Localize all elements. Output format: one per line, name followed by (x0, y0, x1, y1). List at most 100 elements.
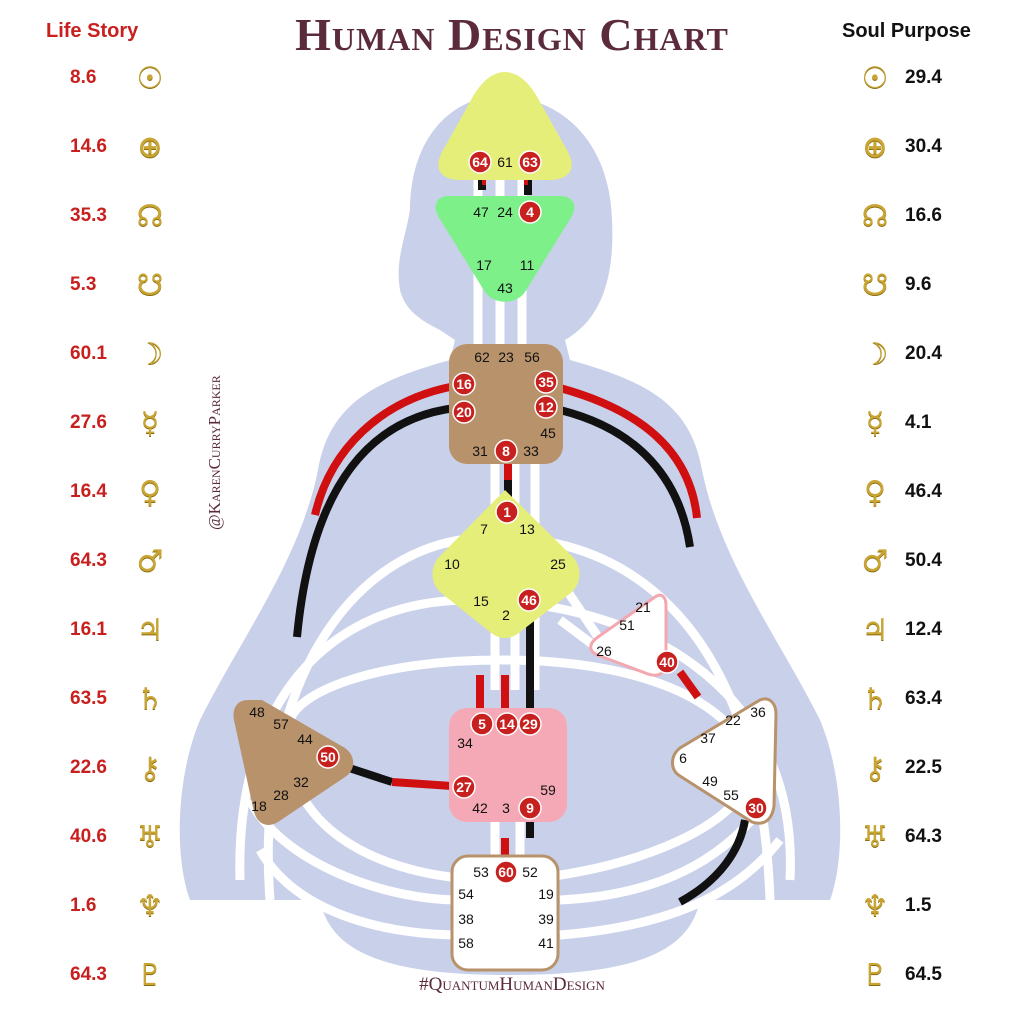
life-story-row: 60.1☽ (70, 336, 170, 372)
soul-purpose-row: ☽20.4 (855, 336, 942, 372)
gate: 18 (251, 798, 267, 814)
gate-number: 60 (498, 864, 514, 880)
gate-number: 50 (320, 749, 336, 765)
planet-value: 4.1 (905, 412, 932, 433)
gate-number: 30 (748, 800, 764, 816)
active-gate-marker (534, 370, 558, 394)
gate: 36 (750, 704, 766, 720)
gate-number: 6 (679, 750, 687, 766)
active-gate: 4 (518, 200, 542, 224)
gate-number: 51 (619, 617, 635, 633)
gate-number: 55 (723, 787, 739, 803)
uranus-icon: ♅ (861, 819, 889, 855)
life-story-row: 64.3♂ (70, 543, 170, 579)
gate-number: 54 (458, 886, 474, 902)
gate-number: 47 (473, 204, 489, 220)
gate-number: 22 (725, 712, 741, 728)
active-gate: 8 (494, 439, 518, 463)
gate-number: 53 (473, 864, 489, 880)
active-gate-marker (316, 745, 340, 769)
gate-number: 40 (659, 654, 675, 670)
gate: 62 (474, 349, 490, 365)
gate-number: 24 (497, 204, 513, 220)
life-story-row: 8.6☉ (70, 60, 170, 96)
gate-number: 64 (472, 154, 488, 170)
planet-value: 14.6 (70, 136, 107, 157)
life-story-row: 63.5♄ (70, 681, 170, 717)
planet-value: 9.6 (905, 274, 932, 295)
soul-purpose-row: ♃12.4 (855, 612, 942, 648)
gate: 38 (458, 911, 474, 927)
gate-number: 33 (523, 443, 539, 459)
planet-value: 16.6 (905, 205, 942, 226)
gate-number: 49 (702, 773, 718, 789)
mercury-icon: ☿ (865, 405, 885, 441)
planet-value: 50.4 (905, 550, 942, 571)
active-gate: 40 (655, 650, 679, 674)
life-story-row: 64.3♇ (70, 957, 170, 993)
active-gate: 14 (495, 712, 519, 736)
gate-number: 26 (596, 643, 612, 659)
north-node-icon: ☊ (861, 198, 889, 234)
saturn-icon: ♄ (136, 681, 164, 717)
moon-icon: ☽ (136, 336, 164, 372)
planet-value: 35.3 (70, 205, 107, 226)
gate-number: 46 (521, 592, 537, 608)
jupiter-icon: ♃ (136, 612, 164, 648)
active-gate: 30 (744, 796, 768, 820)
gate: 45 (540, 425, 556, 441)
active-gate-marker (518, 200, 542, 224)
gate: 13 (519, 521, 535, 537)
active-gate-marker (517, 588, 541, 612)
gate: 7 (480, 521, 488, 537)
gate: 24 (497, 204, 513, 220)
active-gate: 50 (316, 745, 340, 769)
planet-value: 64.3 (905, 826, 942, 847)
gate: 37 (700, 730, 716, 746)
gate: 52 (522, 864, 538, 880)
north-node-icon: ☊ (136, 198, 164, 234)
gate-number: 61 (497, 154, 513, 170)
south-node-icon: ☋ (861, 267, 889, 303)
planet-value: 12.4 (905, 619, 942, 640)
planet-value: 8.6 (70, 67, 97, 88)
page-title: Human Design Chart (295, 9, 729, 60)
soul-purpose-row: ⊕30.4 (855, 129, 942, 165)
heart-center (589, 593, 668, 677)
gate: 61 (497, 154, 513, 170)
gate: 48 (249, 704, 265, 720)
gate-number: 34 (457, 735, 473, 751)
soul-purpose-row: ♅ 64.3 (855, 819, 942, 855)
active-gate: 27 (452, 775, 476, 799)
soul-purpose-row: ♀46.4 (855, 474, 942, 510)
gate-number: 12 (538, 399, 554, 415)
gate-number: 8 (502, 443, 510, 459)
gate-number: 5 (478, 716, 486, 732)
gate-number: 31 (472, 443, 488, 459)
active-gate: 60 (494, 860, 518, 884)
gate-number: 43 (497, 280, 513, 296)
gate-number: 4 (526, 204, 534, 220)
gate: 26 (596, 643, 612, 659)
active-gate-marker (534, 395, 558, 419)
gate: 22 (725, 712, 741, 728)
active-gate-marker (744, 796, 768, 820)
watermark-side: @KarenCurryParker (205, 375, 224, 530)
gate-number: 42 (472, 800, 488, 816)
active-gate-marker (452, 372, 476, 396)
planet-value: 27.6 (70, 412, 107, 433)
planet-value: 20.4 (905, 343, 942, 364)
solar-plexus-center (671, 697, 778, 825)
gate: 44 (297, 731, 313, 747)
planet-value: 22.6 (70, 757, 107, 778)
active-gate: 35 (534, 370, 558, 394)
gate-number: 44 (297, 731, 313, 747)
gate-number: 3 (502, 800, 510, 816)
gate: 6 (679, 750, 687, 766)
gate-number: 48 (249, 704, 265, 720)
planet-value: 64.5 (905, 964, 942, 985)
gate-number: 36 (750, 704, 766, 720)
gate-number: 38 (458, 911, 474, 927)
chiron-icon: ⚷ (864, 750, 886, 786)
active-gate: 12 (534, 395, 558, 419)
